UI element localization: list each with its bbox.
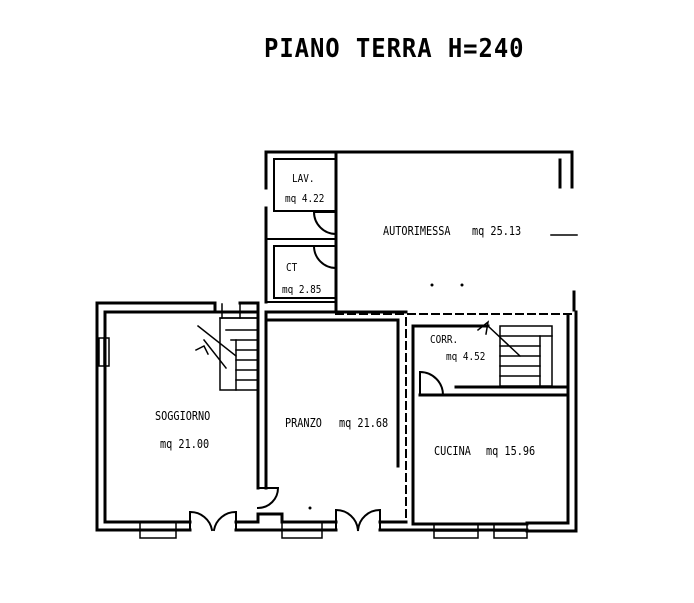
room-area-soggiorno: mq 21.00 bbox=[160, 437, 210, 451]
floor-title: PIANO TERRA H=240 bbox=[264, 34, 525, 64]
room-name-autorimessa: AUTORIMESSA bbox=[383, 224, 451, 238]
room-area-ct: mq 2.85 bbox=[282, 283, 322, 296]
room-name-ct: CT bbox=[286, 261, 298, 274]
room-name-soggiorno: SOGGIORNO bbox=[155, 409, 211, 423]
dashed-boundaries bbox=[335, 313, 575, 521]
room-name-lav: LAV. bbox=[292, 172, 315, 185]
dots bbox=[308, 283, 464, 510]
windows bbox=[98, 337, 528, 539]
room-area-lav: mq 4.22 bbox=[285, 192, 325, 205]
stair-right bbox=[476, 320, 553, 387]
bottom-walls bbox=[138, 512, 529, 532]
stair-left bbox=[194, 303, 259, 391]
outer-walls bbox=[95, 301, 578, 533]
service-room-walls bbox=[265, 158, 337, 303]
room-area-autorimessa: mq 25.13 bbox=[472, 224, 522, 238]
room-name-pranzo: PRANZO bbox=[285, 416, 322, 430]
room-name-cucina: CUCINA bbox=[434, 444, 471, 458]
door-swings bbox=[189, 211, 445, 532]
room-area-pranzo: mq 21.68 bbox=[339, 416, 389, 430]
room-area-corr: mq 4.52 bbox=[446, 350, 486, 363]
room-area-cucina: mq 15.96 bbox=[486, 444, 536, 458]
room-name-corr: CORR. bbox=[430, 333, 459, 346]
interior-walls bbox=[256, 310, 570, 526]
